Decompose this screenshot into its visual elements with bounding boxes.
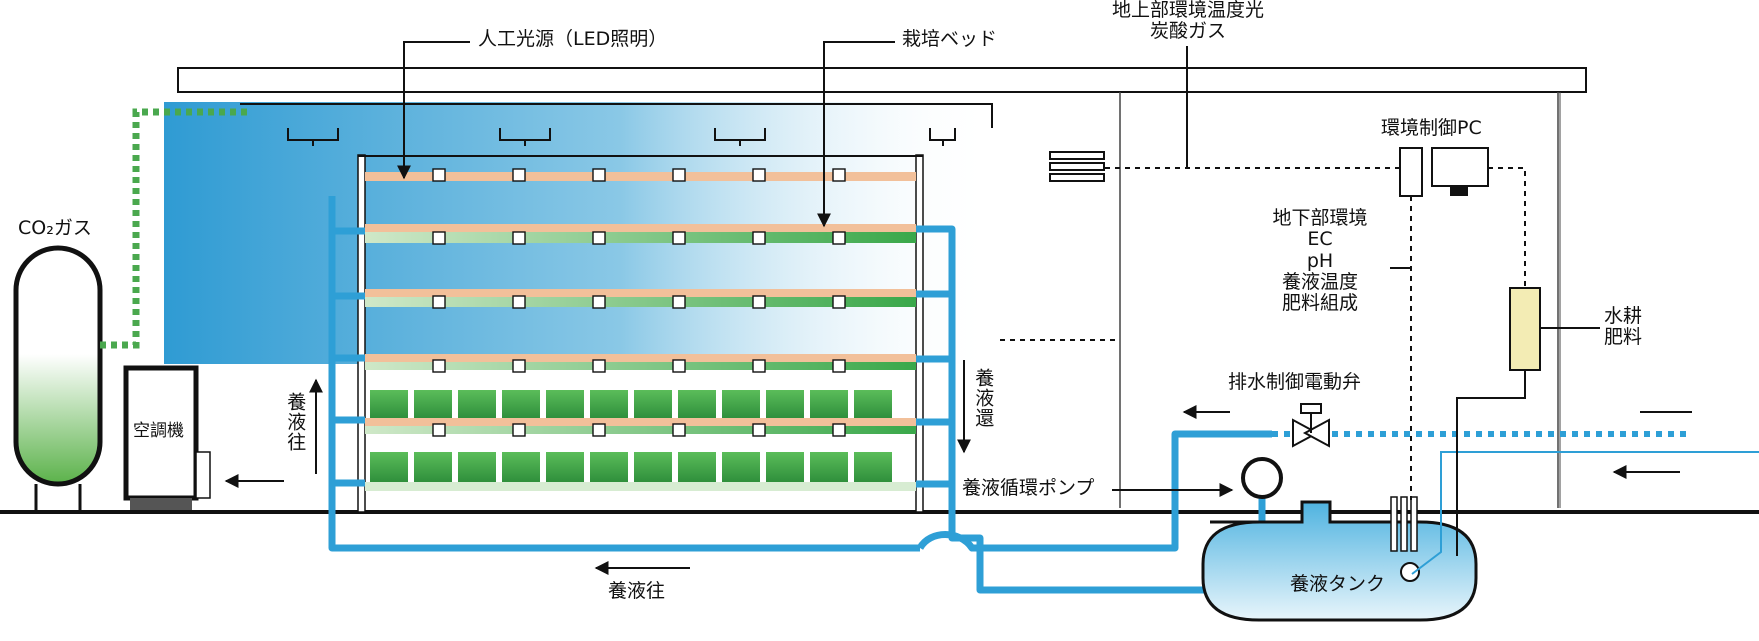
co2-tank <box>13 245 103 487</box>
led-leader <box>397 41 470 180</box>
led-markers <box>432 168 846 437</box>
air-conditioner-base <box>130 498 192 510</box>
rack-right-post <box>915 154 924 513</box>
pc-tower <box>1399 147 1423 197</box>
above-env-label: 地上部環境温度光 炭酸ガス <box>1098 0 1278 43</box>
ac-label: 空調機 <box>133 421 184 441</box>
tank-label: 養液タンク <box>1290 573 1386 595</box>
co2-label: CO₂ガス <box>18 217 92 239</box>
supply-bottom-label: 養液往 <box>608 580 666 602</box>
control-lines <box>1000 167 1526 500</box>
below-env-line-2: EC <box>1307 228 1333 251</box>
shelves <box>365 172 916 491</box>
tank-float <box>1400 562 1420 582</box>
return-vertical-label: 養液還 <box>972 368 995 428</box>
below-env-line-1: 地下部環境 <box>1272 207 1368 229</box>
supply-vertical-label: 養液往 <box>284 392 307 452</box>
drain-valve-icon <box>1292 403 1330 448</box>
valve-label: 排水制御電動弁 <box>1228 371 1362 393</box>
pc-monitor <box>1431 147 1489 187</box>
above-ground-sensor-icon <box>1049 151 1105 182</box>
above-env-line-1: 地上部環境温度光 <box>1111 0 1264 21</box>
co2-tank-legs <box>34 484 82 512</box>
below-env-line-5: 肥料組成 <box>1281 292 1358 315</box>
led-label: 人工光源（LED照明） <box>478 28 668 50</box>
building-roof <box>177 67 1587 93</box>
bed-leader <box>817 41 895 228</box>
bed-label: 栽培ベッド <box>902 28 998 50</box>
fertilizer-feed-line <box>1456 370 1526 556</box>
below-env-line-4: 養液温度 <box>1281 270 1358 293</box>
pc-label: 環境制御PC <box>1381 117 1482 139</box>
nutrient-tank <box>1201 500 1478 622</box>
fertilizer-box <box>1509 287 1541 371</box>
tank-sensors <box>1390 496 1418 552</box>
ceiling-duct <box>240 103 993 128</box>
below-env-label: 地下部環境 EC pH 養液温度 肥料組成 <box>1260 207 1380 315</box>
fertilizer-line-1: 水耕 <box>1603 305 1642 327</box>
above-env-line-2: 炭酸ガス <box>1149 20 1226 43</box>
inlet-water-line <box>1411 451 1759 575</box>
pump-label: 養液循環ポンプ <box>962 477 1095 499</box>
plants-row-lower <box>370 452 892 482</box>
led-fixtures <box>287 128 956 146</box>
fertilizer-label: 水耕 肥料 <box>1598 305 1648 349</box>
air-conditioner-vent <box>195 451 211 499</box>
rack-left-post <box>357 154 366 513</box>
pump-body <box>1241 457 1283 499</box>
below-env-line-3: pH <box>1306 249 1334 272</box>
fertilizer-line-2: 肥料 <box>1603 326 1642 349</box>
pc-monitor-stand <box>1450 186 1468 196</box>
plants-row-upper <box>370 390 892 418</box>
